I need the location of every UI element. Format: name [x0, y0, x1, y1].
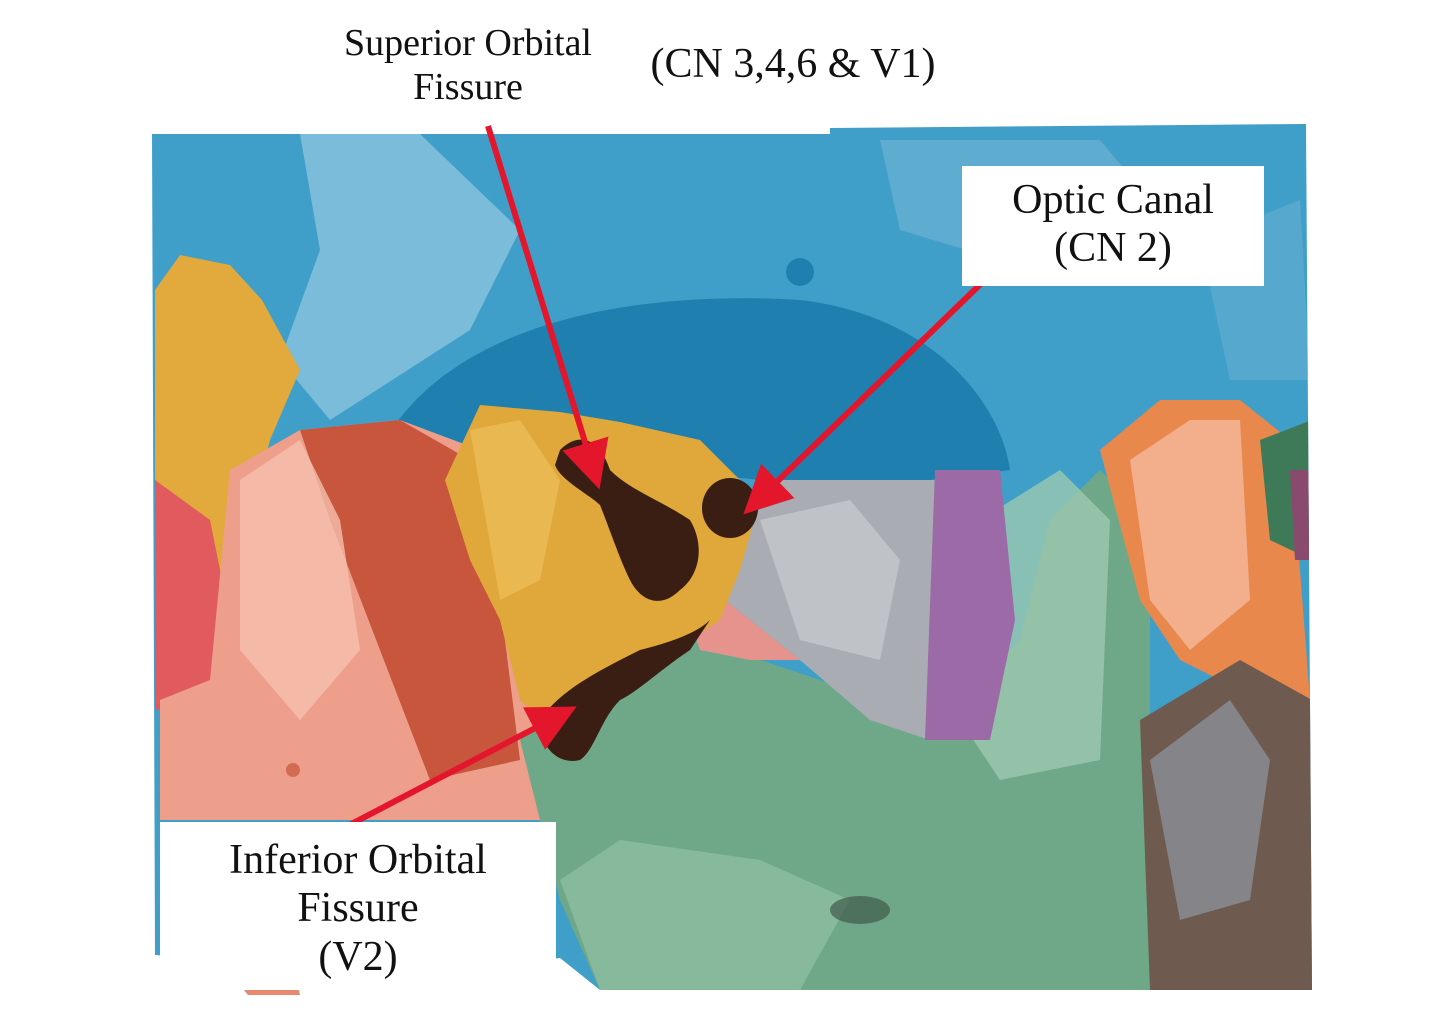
inferior-orbital-fissure-line2: Fissure	[297, 885, 419, 932]
superior-orbital-fissure-line1: Superior Orbital	[343, 22, 592, 64]
optic-canal	[702, 478, 758, 538]
inferior-orbital-fissure	[540, 620, 710, 761]
arrow-superior-orbital-fissure	[485, 125, 609, 490]
frontal-highlight	[280, 134, 520, 420]
optic-canal-label: Optic Canal (CN 2)	[962, 166, 1264, 286]
lacrimal-bone	[925, 470, 1015, 740]
arrow-inferior-orbital-fissure	[334, 706, 577, 835]
optic-canal-line2: (CN 2)	[1054, 225, 1172, 272]
superior-orbital-fissure-line2: Fissure	[413, 65, 523, 108]
inferior-orbital-fissure-line3: (V2)	[318, 933, 398, 980]
inferior-orbital-fissure-line1: Inferior Orbital	[229, 837, 487, 883]
superior-orbital-fissure-label: Superior Orbital Fissure	[318, 22, 618, 109]
cranial-nerves-label: (CN 3,4,6 & V1)	[650, 41, 936, 87]
inferior-orbital-fissure-label: Inferior Orbital Fissure (V2)	[160, 822, 556, 990]
optic-canal-line1: Optic Canal	[1012, 177, 1214, 223]
